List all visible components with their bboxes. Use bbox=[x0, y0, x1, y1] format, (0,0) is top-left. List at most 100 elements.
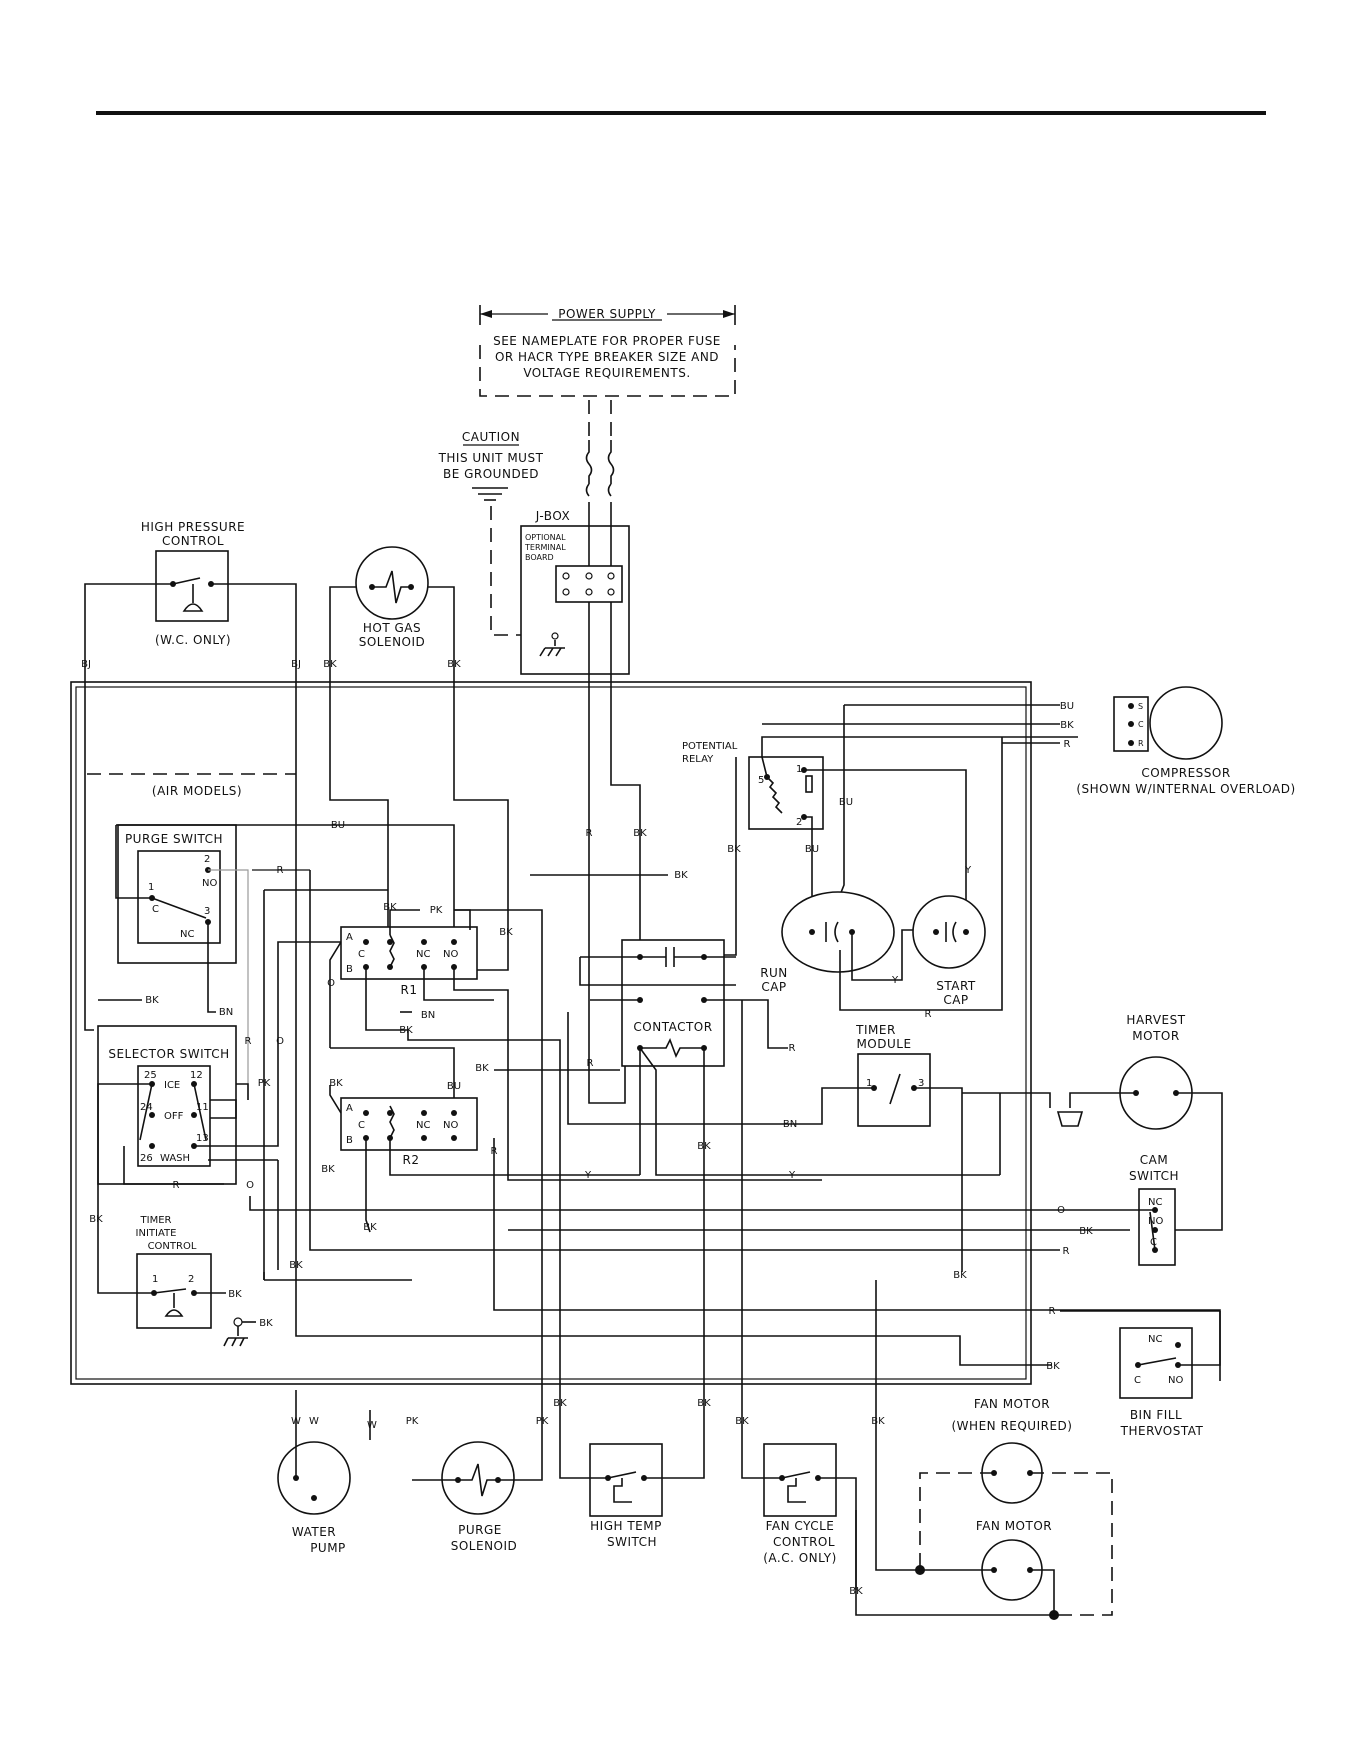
comp-term-r: R bbox=[1138, 739, 1144, 748]
purge-term-3: 3 bbox=[204, 906, 210, 917]
tag-r-left: R bbox=[245, 1036, 252, 1047]
tag-y-runcap: Y bbox=[891, 975, 899, 986]
jbox-board-1: OPTIONAL bbox=[525, 533, 566, 542]
bin-fill-thermostat: NC C NO BIN FILL THERVOSTAT R BK bbox=[295, 1240, 1221, 1438]
tag-y-pr: Y bbox=[964, 865, 972, 876]
comp-term-c: C bbox=[1138, 720, 1144, 729]
tag-bj-right: BJ bbox=[291, 659, 301, 670]
potential-relay: POTENTIAL RELAY 5 1 2 bbox=[682, 736, 1078, 930]
comp-term-s: S bbox=[1138, 702, 1143, 711]
cam-switch-label-2: SWITCH bbox=[1129, 1169, 1179, 1183]
purge-term-nc: NC bbox=[180, 929, 194, 940]
high-temp-label-1: HIGH TEMP bbox=[590, 1519, 662, 1533]
timer-initiate-label-2: INITIATE bbox=[136, 1228, 177, 1239]
tag-bk-ti: BK bbox=[228, 1289, 242, 1300]
power-supply-line-3: VOLTAGE REQUIREMENTS. bbox=[523, 366, 690, 380]
tag-y-contactor: Y bbox=[788, 1170, 796, 1181]
high-pressure-label-1: HIGH PRESSURE bbox=[141, 520, 245, 534]
fan-cycle-control: FAN CYCLE CONTROL (A.C. ONLY) BK bbox=[735, 1000, 857, 1590]
sel-term-11: 11 bbox=[196, 1102, 209, 1113]
start-cap-label-2: CAP bbox=[943, 993, 968, 1007]
high-temp-label-2: SWITCH bbox=[607, 1535, 657, 1549]
bin-fill-label-1: BIN FILL bbox=[1130, 1408, 1182, 1422]
control-box-inner bbox=[75, 686, 1027, 1380]
purge-solenoid-label-2: SOLENOID bbox=[451, 1539, 518, 1553]
tag-bu-comp: BU bbox=[1060, 701, 1074, 712]
timer-module: TIMER MODULE 1 3 BN bbox=[567, 1012, 963, 1272]
tag-w-1: W bbox=[291, 1416, 301, 1427]
tag-r-comp: R bbox=[1064, 739, 1071, 750]
fan-cycle-label-3: (A.C. ONLY) bbox=[763, 1551, 837, 1565]
fan-motor-label: FAN MOTOR bbox=[976, 1519, 1052, 1533]
timer-initiate-control: TIMER INITIATE CONTROL 1 2 BK BK bbox=[97, 1215, 273, 1347]
potential-relay-label-2: RELAY bbox=[682, 754, 714, 765]
pr-term-1: 1 bbox=[796, 764, 802, 775]
relay-r2: A C B NC NO R2 BK BU BK R bbox=[321, 1078, 497, 1175]
fan-cycle-label-1: FAN CYCLE bbox=[766, 1519, 835, 1533]
compressor-label-1: COMPRESSOR bbox=[1141, 766, 1230, 780]
jbox: J-BOX OPTIONAL TERMINAL BOARD bbox=[520, 502, 630, 675]
timer-module-label-2: MODULE bbox=[856, 1037, 911, 1051]
tag-bk-fc: BK bbox=[735, 1416, 749, 1427]
tag-bk-fancycle-low: BK bbox=[849, 1586, 863, 1597]
tag-bn-timer: BN bbox=[783, 1119, 797, 1130]
sel-term-25: 25 bbox=[144, 1070, 157, 1081]
tag-bk-power: BK bbox=[633, 828, 647, 839]
r1-term-a: A bbox=[346, 932, 353, 943]
tag-o-r1: O bbox=[327, 978, 335, 989]
water-pump-label-1: WATER bbox=[292, 1525, 336, 1539]
purge-term-2: 2 bbox=[204, 854, 210, 865]
high-temp-switch: HIGH TEMP SWITCH BK BK bbox=[553, 1250, 711, 1549]
bin-fill-label-2: THERVOSTAT bbox=[1120, 1424, 1204, 1438]
tag-bj-left: BJ bbox=[81, 659, 91, 670]
sel-term-wash: WASH bbox=[160, 1153, 190, 1164]
relay-r1: A C B NC NO R1 BK PK O bbox=[327, 902, 543, 1411]
purge-term-1: 1 bbox=[148, 882, 154, 893]
tag-bu-pr: BU bbox=[839, 797, 853, 808]
harvest-motor: HARVEST MOTOR bbox=[962, 1013, 1223, 1231]
fan-motor-req-label-1: FAN MOTOR bbox=[974, 1397, 1050, 1411]
r1-term-no: NO bbox=[443, 949, 458, 960]
sel-term-13: 13 bbox=[196, 1133, 209, 1144]
purge-solenoid: PURGE SOLENOID PK PK bbox=[406, 1411, 549, 1553]
start-cap: START CAP bbox=[912, 895, 986, 1007]
tag-r-contactor-left: R bbox=[587, 1058, 594, 1069]
run-cap-label-1: RUN bbox=[760, 966, 788, 980]
tag-bk-bin: BK bbox=[1046, 1361, 1060, 1372]
tag-bk-r1-lower: BK bbox=[399, 1025, 413, 1036]
tag-o-cam: O bbox=[1057, 1205, 1065, 1216]
tag-pk-bottom-1: PK bbox=[406, 1416, 419, 1427]
bin-term-no: NO bbox=[1168, 1375, 1183, 1386]
r2-term-nc: NC bbox=[416, 1120, 430, 1131]
r1-term-b: B bbox=[346, 964, 353, 975]
pr-term-5: 5 bbox=[758, 775, 764, 786]
power-supply-title: POWER SUPPLY bbox=[558, 307, 656, 321]
tag-o-left: O bbox=[276, 1036, 284, 1047]
tag-bk-comp: BK bbox=[1060, 720, 1074, 731]
tag-bk-hotgas-right: BK bbox=[447, 659, 461, 670]
hot-gas-label-1: HOT GAS bbox=[363, 621, 421, 635]
bin-term-c: C bbox=[1134, 1375, 1141, 1386]
tag-bk-ht-1: BK bbox=[553, 1398, 567, 1409]
cam-switch-label-1: CAM bbox=[1140, 1153, 1168, 1167]
r2-term-no: NO bbox=[443, 1120, 458, 1131]
tag-bn-left: BN bbox=[219, 1007, 233, 1018]
compressor: S C R COMPRESSOR (SHOWN W/INTERNAL OVERL… bbox=[762, 686, 1295, 796]
tag-o-lower: O bbox=[246, 1180, 254, 1191]
tm-term-1: 1 bbox=[866, 1078, 872, 1089]
contactor-label: CONTACTOR bbox=[633, 1020, 712, 1034]
water-pump: WATER PUMP W W W bbox=[277, 1390, 377, 1555]
tag-w-3: W bbox=[367, 1420, 377, 1431]
r1-term-c: C bbox=[358, 949, 365, 960]
start-cap-label-1: START bbox=[936, 979, 976, 993]
contactor: CONTACTOR bbox=[579, 939, 1000, 1250]
run-cap: RUN CAP Y bbox=[760, 737, 1003, 1011]
r2-term-c: C bbox=[358, 1120, 365, 1131]
r2-label: R2 bbox=[403, 1153, 420, 1167]
tag-r-cam: R bbox=[1063, 1246, 1070, 1257]
timer-initiate-label-1: TIMER bbox=[140, 1215, 172, 1226]
tag-w-2: W bbox=[309, 1416, 319, 1427]
tag-bk-r1-right: BK bbox=[499, 927, 513, 938]
power-supply-line-1: SEE NAMEPLATE FOR PROPER FUSE bbox=[493, 334, 721, 348]
